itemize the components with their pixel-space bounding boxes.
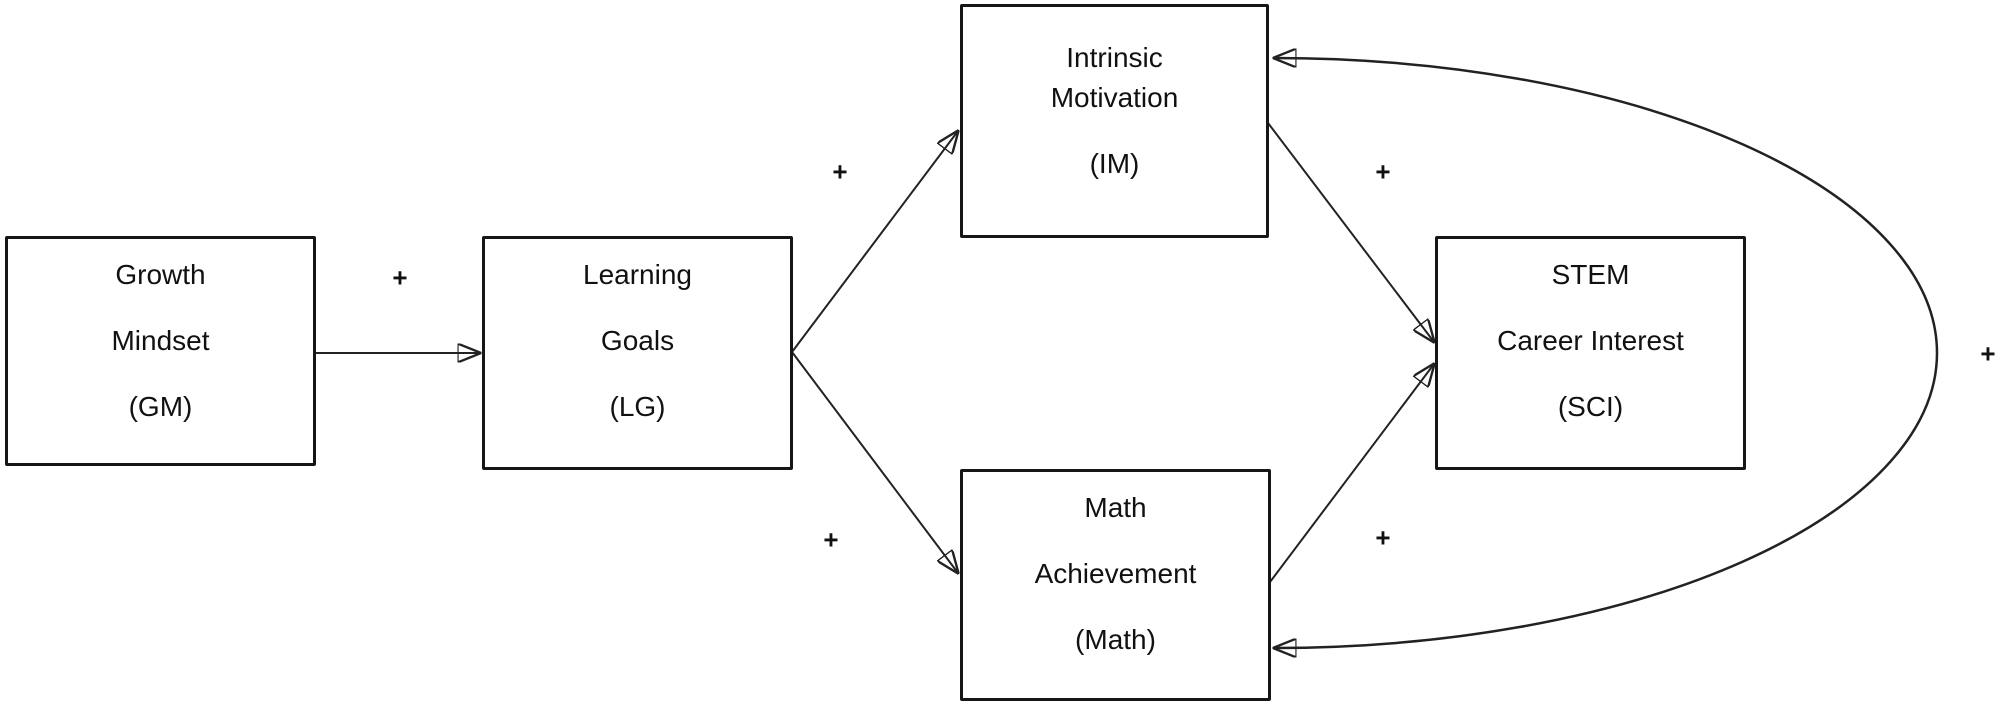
edge-sign-im-math-covariance: + xyxy=(1980,338,1996,369)
node-stem-career-interest: STEM Career Interest (SCI) xyxy=(1435,236,1746,470)
node-learning-goals: Learning Goals (LG) xyxy=(482,236,793,470)
node-label-line: (Math) xyxy=(1075,624,1156,655)
node-label-line: (LG) xyxy=(609,391,666,422)
node-label-line: (GM) xyxy=(128,391,193,422)
node-label-line: Intrinsic xyxy=(1066,42,1163,73)
node-growth-mindset: Growth Mindset (GM) xyxy=(5,236,316,466)
node-label-line: Achievement xyxy=(1034,558,1197,589)
edge-im-math-covariance-curve xyxy=(1274,58,1939,648)
node-label-line: Learning xyxy=(583,259,692,290)
edge-sign-im-sci: + xyxy=(1375,156,1391,187)
node-label-line: Math xyxy=(1084,492,1147,523)
edge-im-sci-arrow xyxy=(1267,122,1434,342)
node-intrinsic-motivation: Intrinsic Motivation (IM) xyxy=(960,4,1269,238)
edge-sign-gm-lg: + xyxy=(392,262,408,293)
node-label-line: Career Interest xyxy=(1497,325,1684,356)
node-label-line: Growth xyxy=(115,259,206,290)
node-label-line: (SCI) xyxy=(1557,391,1624,422)
edge-lg-im-arrow xyxy=(791,131,958,353)
edge-math-sci-arrow xyxy=(1269,364,1434,583)
edge-lg-math-arrow xyxy=(791,351,958,573)
node-label-line: Goals xyxy=(600,325,675,356)
node-label-line: Mindset xyxy=(111,325,210,356)
node-label-line: Motivation xyxy=(1050,82,1179,113)
node-math-achievement: Math Achievement (Math) xyxy=(960,469,1271,701)
node-label-line: STEM xyxy=(1551,259,1630,290)
edge-sign-math-sci: + xyxy=(1375,522,1391,553)
node-label-line: (IM) xyxy=(1089,148,1140,179)
edge-sign-lg-math: + xyxy=(823,524,839,555)
edge-sign-lg-im: + xyxy=(832,156,848,187)
